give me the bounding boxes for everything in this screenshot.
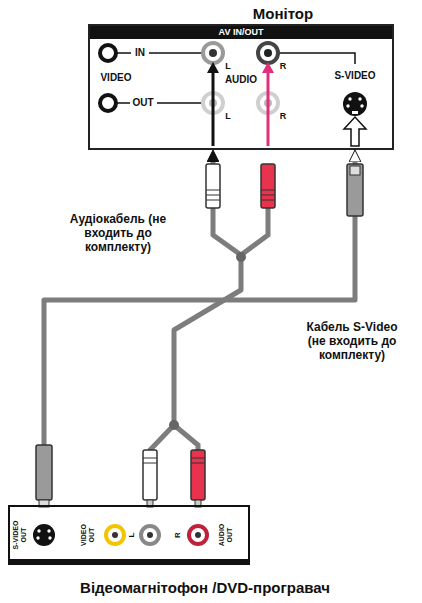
jack-hole [147,532,153,538]
port-label: VIDEO OUT [80,520,96,550]
video-in-jack [100,45,116,61]
leader-line [157,102,202,104]
group-label: VIDEO [100,72,131,84]
port-label: S-VIDEO OUT [12,517,28,553]
channel-label: R [280,111,287,121]
channel-label: R [280,61,287,71]
panel-band: AV IN/OUT [90,26,392,39]
red-plug [191,450,205,500]
cable-note: Аудіокабель (не входить до комплекту) [68,213,168,254]
cable-branch [174,425,198,452]
plug-ridge [261,195,275,196]
plug-ridge [206,195,220,196]
node-heading: Монітор [253,5,313,22]
plug-ridge [206,190,220,191]
channel-label: L [225,61,231,71]
video-out-jack [106,526,124,544]
jack-hole [112,532,118,538]
jack-hole [195,532,201,538]
jack-hole [209,49,217,57]
video-out-jack [100,95,116,111]
cable-connector [150,159,241,505]
channel-label: L [225,111,231,121]
leader-line [149,52,202,54]
audio-l-in-jack [203,43,223,63]
s-video-port [343,92,367,116]
jack-label: OUT [132,97,153,109]
channel-label: L [127,533,136,538]
port-pin [346,104,349,107]
port-label: S-VIDEO [334,70,375,82]
plug-ridge [206,200,220,201]
port-pin [36,536,39,539]
group-label: AUDIO [225,74,257,86]
port-pin [48,536,51,539]
insert-arrow-head [262,62,274,73]
plug-ridge [191,458,205,459]
port-pin [358,97,361,100]
jack-label: IN [135,47,145,59]
insert-arrow [267,71,270,146]
plug-ridge [143,463,157,464]
device-caption: Відеомагнітофон /DVD-програвач [80,579,330,596]
white-plug [143,450,157,500]
plug-ridge [261,200,275,201]
channel-label: R [173,532,182,538]
audio-r-out-jack [189,526,207,544]
plug-ridge [191,463,205,464]
port-notch [352,111,358,114]
s-video-plug [347,164,363,216]
plug-ridge [143,458,157,459]
port-pin [360,104,363,107]
insert-arrow [344,117,366,146]
cable-note: Кабель S-Video (не входить до комплекту) [296,321,408,362]
jack-hole [264,49,272,57]
plug-ridge [261,190,275,191]
red-plug [261,164,275,208]
cable-joint [169,420,179,430]
insert-arrow-head [207,62,219,73]
s-video-out-port [33,524,55,546]
monitor-panel: МоніторAV IN/OUT [88,24,394,150]
port-pin [348,97,351,100]
s-video-plug [36,445,52,500]
port-pin [37,529,40,532]
leader-line [279,53,355,64]
leader-line [117,102,130,104]
audio-l-out-jack [141,526,159,544]
white-plug [206,164,220,208]
plug-tip [350,166,360,175]
cable-joint [236,252,246,262]
audio-r-in-jack [258,43,278,63]
port-label: AUDIO OUT [218,518,234,552]
cable-branch [241,206,268,255]
leader-line [117,52,131,54]
port-pin [47,529,50,532]
insert-arrow [212,71,215,146]
